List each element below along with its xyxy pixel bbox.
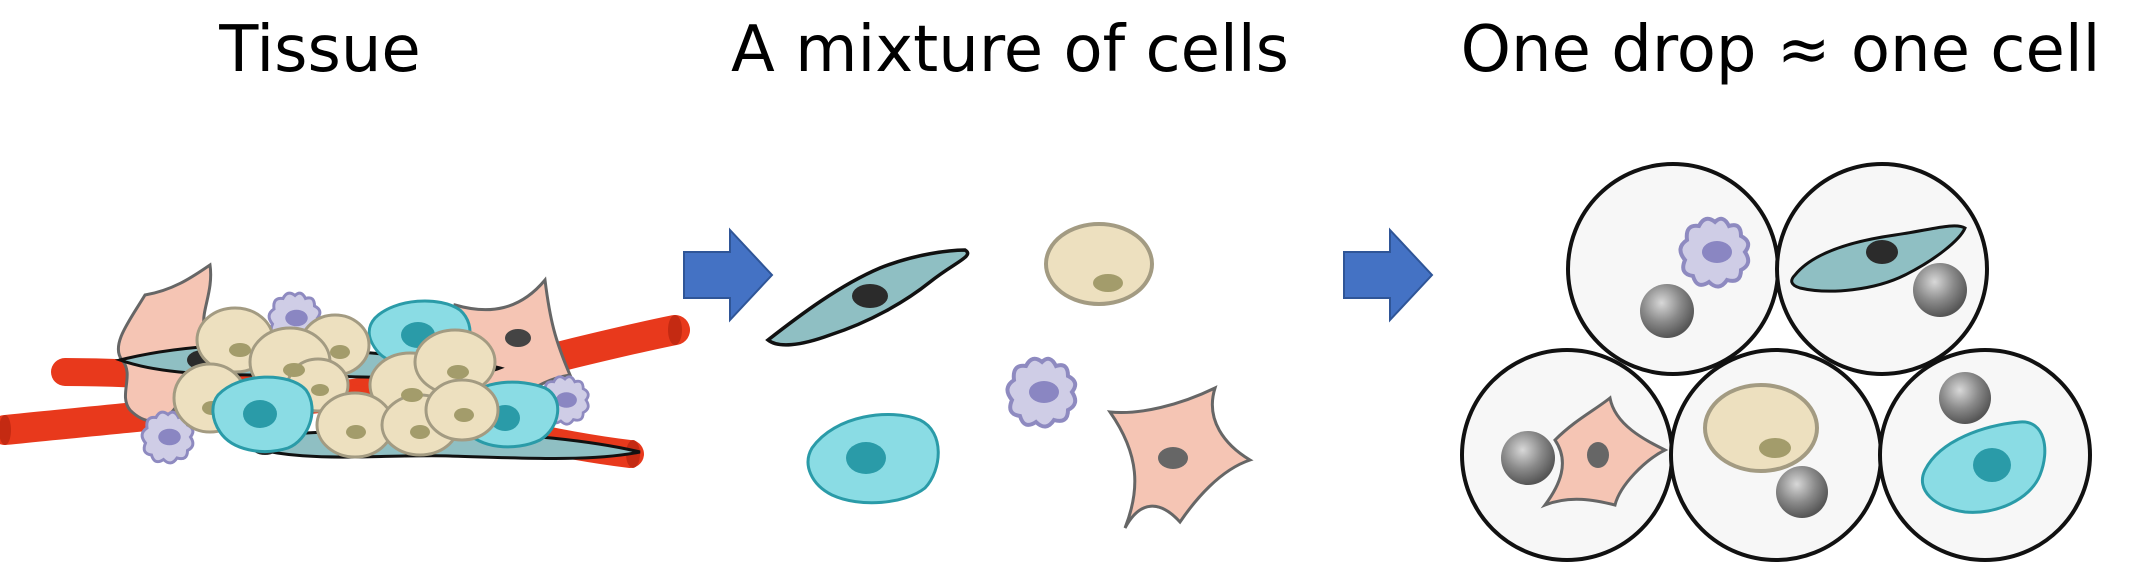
cell-mixture: [765, 222, 1254, 529]
bead-icon: [1501, 431, 1555, 485]
droplet-group: [1460, 162, 2092, 562]
mixture-title: A mixture of cells: [731, 13, 1289, 87]
bead-icon: [1776, 466, 1828, 518]
tissue-title: Tissue: [219, 13, 421, 87]
tissue-cluster: [0, 262, 690, 468]
cell-icon: [1044, 222, 1154, 306]
bead-icon: [1913, 263, 1967, 317]
bead-icon: [1939, 372, 1991, 424]
drop-title: One drop ≈ one cell: [1460, 13, 2101, 87]
droplet-icon: [1566, 162, 1780, 376]
cell-icon: [1703, 383, 1819, 473]
arrow-right-icon: [683, 227, 774, 323]
cell-icon: [1005, 356, 1078, 429]
cell-icon: [1678, 216, 1751, 289]
arrow-right-icon: [1343, 227, 1434, 323]
bead-icon: [1640, 284, 1694, 338]
